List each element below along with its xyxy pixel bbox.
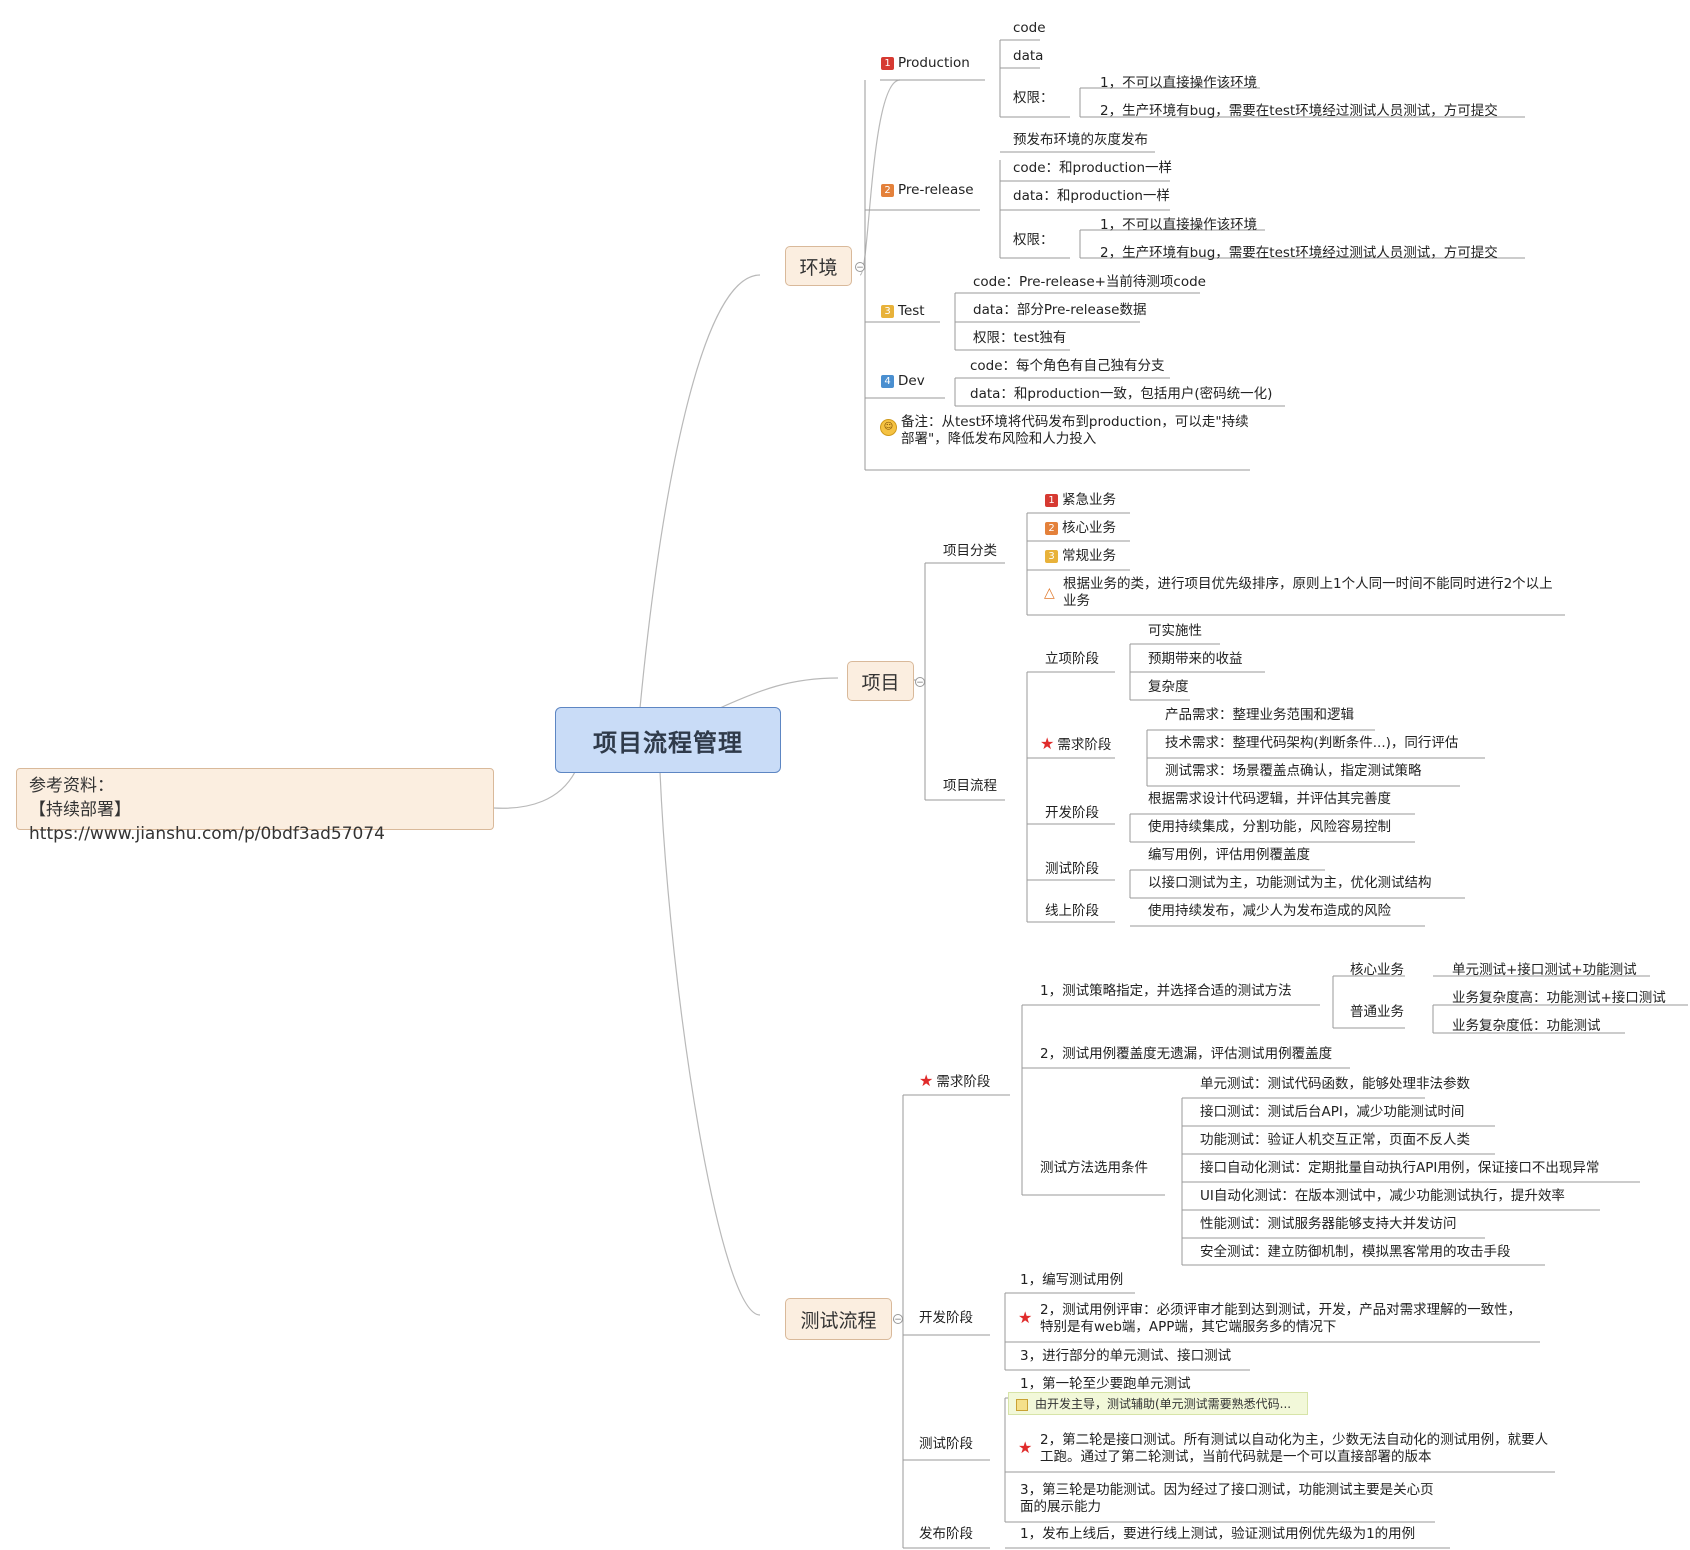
smiley-icon: ☺ [880,419,897,436]
prod-data[interactable]: data [1013,48,1044,64]
reference-box[interactable]: 参考资料： 【持续部署】https://www.jianshu.com/p/0b… [16,768,494,844]
stage-item[interactable]: 使用持续发布，减少人为发布造成的风险 [1148,903,1391,919]
project-flow[interactable]: 项目流程 [943,778,997,794]
classify-warning[interactable]: △根据业务的类，进行项目优先级排序，原则上1个人同一时间不能同时进行2个以上业务 [1044,576,1553,609]
stage-item[interactable]: 预期带来的收益 [1148,651,1243,667]
tf-core-item[interactable]: 单元测试+接口测试+功能测试 [1452,962,1637,978]
priority-1-icon: 1 [881,57,894,70]
priority-2-icon: 2 [1045,522,1058,535]
tf-conditions[interactable]: 测试方法选用条件 [1040,1160,1148,1176]
dev-data[interactable]: data：和production一致，包括用户(密码统一化) [970,386,1273,402]
test-data[interactable]: data：部分Pre-release数据 [973,302,1147,318]
env-remark[interactable]: ☺备注：从test环境将代码发布到production，可以走"持续部署"，降低… [880,414,1256,448]
prod-permission[interactable]: 权限： [1013,90,1054,106]
collapse-icon[interactable]: − [893,1314,903,1325]
tf-normal[interactable]: 普通业务 [1350,1004,1404,1020]
pre-gray[interactable]: 预发布环境的灰度发布 [1013,132,1148,148]
stage-item[interactable]: 复杂度 [1148,679,1189,695]
star-icon: ★ [1040,734,1055,753]
pre-perm-2[interactable]: 2，生产环境有bug，需要在test环境经过测试人员测试，方可提交 [1100,245,1498,261]
tf-strategy[interactable]: 1，测试策略指定，并选择合适的测试方法 [1040,983,1292,999]
stage-online[interactable]: 线上阶段 [1045,903,1099,919]
reference-link[interactable]: 【持续部署】https://www.jianshu.com/p/0bdf3ad5… [29,800,385,844]
test-code[interactable]: code：Pre-release+当前待测项code [973,274,1206,290]
prod-code[interactable]: code [1013,20,1046,36]
stage-item[interactable]: 产品需求：整理业务范围和逻辑 [1165,707,1354,723]
priority-1-icon: 1 [1045,494,1058,507]
stage-item[interactable]: 使用持续集成，分割功能，风险容易控制 [1148,819,1391,835]
star-icon: ★ [1018,1438,1033,1457]
stage-item[interactable]: 根据需求设计代码逻辑，并评估其完善度 [1148,791,1391,807]
tfrelease-item[interactable]: 1，发布上线后，要进行线上测试，验证测试用例优先级为1的用例 [1020,1526,1416,1542]
dev-code[interactable]: code：每个角色有自己独有分支 [970,358,1165,374]
stage-item[interactable]: 技术需求：整理代码架构(判断条件...)，同行评估 [1165,735,1459,751]
tf-dev[interactable]: 开发阶段 [919,1310,973,1326]
pre-data[interactable]: data：和production一样 [1013,188,1170,204]
collapse-icon[interactable]: − [915,677,925,688]
stage-item[interactable]: 以接口测试为主，功能测试为主，优化测试结构 [1148,875,1432,891]
note-icon [1016,1399,1028,1411]
tftest-item[interactable]: 1，第一轮至少要跑单元测试 [1020,1376,1191,1392]
priority-3-icon: 3 [881,305,894,318]
tfdev-item[interactable]: 3，进行部分的单元测试、接口测试 [1020,1348,1232,1364]
test-permission[interactable]: 权限：test独有 [973,330,1067,346]
cond-item[interactable]: 功能测试：验证人机交互正常，页面不反人类 [1200,1132,1470,1148]
tfdev-review[interactable]: ★2，测试用例评审：必须评审才能到达到测试，开发，产品对需求理解的一致性，特别是… [1018,1302,1522,1335]
pre-permission[interactable]: 权限： [1013,232,1054,248]
stage-item[interactable]: 可实施性 [1148,623,1202,639]
topic-environment[interactable]: 环境 [785,246,852,286]
topic-test-flow[interactable]: 测试流程 [785,1298,892,1340]
stage-requirement[interactable]: ★需求阶段 [1040,734,1112,753]
stage-testing[interactable]: 测试阶段 [1045,861,1099,877]
prod-perm-1[interactable]: 1，不可以直接操作该环境 [1100,75,1258,91]
tf-normal-high[interactable]: 业务复杂度高：功能测试+接口测试 [1452,990,1666,1006]
project-classify[interactable]: 项目分类 [943,543,997,559]
star-icon: ★ [919,1071,934,1090]
tf-release[interactable]: 发布阶段 [919,1526,973,1542]
note-box[interactable]: 由开发主导，测试辅助(单元测试需要熟悉代码... [1008,1392,1308,1415]
reference-title: 参考资料： [29,776,114,796]
cond-item[interactable]: 性能测试：测试服务器能够支持大并发访问 [1200,1216,1457,1232]
tfdev-item[interactable]: 1，编写测试用例 [1020,1272,1124,1288]
stage-development[interactable]: 开发阶段 [1045,805,1099,821]
tf-coverage[interactable]: 2，测试用例覆盖度无遗漏，评估测试用例覆盖度 [1040,1046,1333,1062]
priority-2-icon: 2 [881,184,894,197]
root-topic[interactable]: 项目流程管理 [555,707,781,773]
cond-item[interactable]: 接口自动化测试：定期批量自动执行API用例，保证接口不出现异常 [1200,1160,1600,1176]
cond-item[interactable]: 安全测试：建立防御机制，模拟黑客常用的攻击手段 [1200,1244,1511,1260]
tf-test[interactable]: 测试阶段 [919,1436,973,1452]
cond-item[interactable]: 单元测试：测试代码函数，能够处理非法参数 [1200,1076,1470,1092]
tf-requirement[interactable]: ★需求阶段 [919,1071,991,1090]
priority-3-icon: 3 [1045,550,1058,563]
pre-perm-1[interactable]: 1，不可以直接操作该环境 [1100,217,1258,233]
stage-item[interactable]: 编写用例，评估用例覆盖度 [1148,847,1310,863]
tftest-round2[interactable]: ★2，第二轮是接口测试。所有测试以自动化为主，少数无法自动化的测试用例，就要人工… [1018,1432,1549,1465]
prod-perm-2[interactable]: 2，生产环境有bug，需要在test环境经过测试人员测试，方可提交 [1100,103,1498,119]
warning-icon: △ [1044,585,1055,601]
collapse-icon[interactable]: − [855,262,865,273]
tf-core[interactable]: 核心业务 [1350,962,1404,978]
priority-4-icon: 4 [881,375,894,388]
cond-item[interactable]: UI自动化测试：在版本测试中，减少功能测试执行，提升效率 [1200,1188,1565,1204]
star-icon: ★ [1018,1308,1033,1327]
stage-initiation[interactable]: 立项阶段 [1045,651,1099,667]
topic-project[interactable]: 项目 [847,661,914,701]
tftest-round3[interactable]: 3，第三轮是功能测试。因为经过了接口测试，功能测试主要是关心页面的展示能力 [1020,1482,1434,1515]
tf-normal-low[interactable]: 业务复杂度低：功能测试 [1452,1018,1601,1034]
cond-item[interactable]: 接口测试：测试后台API，减少功能测试时间 [1200,1104,1465,1120]
pre-code[interactable]: code：和production一样 [1013,160,1173,176]
stage-item[interactable]: 测试需求：场景覆盖点确认，指定测试策略 [1165,763,1422,779]
